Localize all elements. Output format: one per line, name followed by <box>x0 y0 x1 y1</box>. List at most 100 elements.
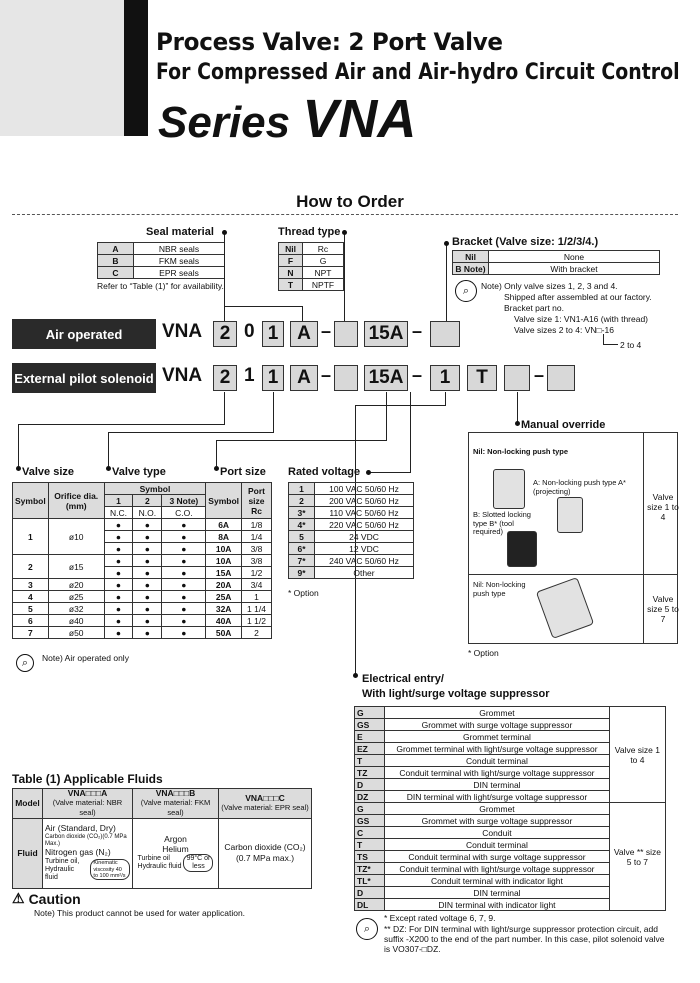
seal-material-note: Refer to “Table (1)” for availability. <box>97 281 224 291</box>
port-symbol: 40A <box>205 614 242 627</box>
voltage-code: 2 <box>288 494 315 507</box>
manual-override-box: Nil: Non-locking push type A: Non-lockin… <box>468 432 679 644</box>
electrical-code: TL* <box>353 874 386 887</box>
valve-size-symbol: 1 <box>12 518 49 555</box>
voltage-code: 6* <box>288 542 315 555</box>
port-symbol: 10A <box>205 542 242 555</box>
voltage-code: 9* <box>288 566 315 579</box>
valve-size-symbol: 7 <box>12 626 49 639</box>
electrical-code: GS <box>353 718 386 731</box>
fluid-a-6: Kinematic viscosity 40 to 100 mm²/s <box>90 859 130 881</box>
electrical-desc: DIN terminal with indicator light <box>384 898 610 911</box>
valve-size-title: Valve size <box>22 466 74 478</box>
voltage-desc: 220 VAC 50/60 Hz <box>314 518 414 531</box>
electrical-desc: DIN terminal <box>384 886 610 899</box>
override-nil-2: Nil: Non-locking push type <box>473 580 526 598</box>
fluid-b-3: Turbine oil <box>137 855 170 863</box>
valve-size-table: Symbol Orifice dia. (mm) Symbol Symbol P… <box>12 482 272 639</box>
fluid-a-3: Nitrogen gas (N₂) <box>45 846 111 857</box>
filled-circle-icon: ● <box>103 590 134 603</box>
fluid-b-1: Argon <box>164 833 187 844</box>
valve-image-a <box>493 469 525 509</box>
filled-circle-icon: ● <box>132 518 163 531</box>
port-symbol: 8A <box>205 530 242 543</box>
fluids-col-a-sub: (Valve material: NBR seal) <box>52 798 123 817</box>
valve-image-d <box>535 576 595 640</box>
valve-size-orifice: ø10 <box>47 518 105 555</box>
fluid-a-4: Turbine oil, <box>45 857 80 865</box>
pilot-code-override <box>504 365 530 391</box>
thread-desc: G <box>302 254 344 267</box>
filled-circle-icon: ● <box>161 542 207 555</box>
series-prefix: Series <box>158 98 291 147</box>
port-symbol: 20A <box>205 578 242 591</box>
valve-size-orifice: ø15 <box>47 554 105 579</box>
air-code-bracket <box>430 321 460 347</box>
magnifier-note-icon: ⌕ <box>356 918 378 940</box>
bracket-desc: With bracket <box>488 262 660 275</box>
port-size: 2 <box>241 626 272 639</box>
electrical-desc: Conduit terminal with surge voltage supp… <box>384 850 610 863</box>
seal-material-title: Seal material <box>146 226 214 238</box>
port-size: 1 1/4 <box>241 602 272 615</box>
port-symbol: 50A <box>205 626 242 639</box>
electrical-code: T <box>353 754 386 767</box>
fluids-col-b-sub: (Valve material: FKM seal) <box>140 798 211 817</box>
magnifier-note-icon: ⌕ <box>455 280 477 302</box>
series-name: VNA <box>302 89 417 149</box>
page-title: Process Valve: 2 Port Valve <box>156 28 503 56</box>
air-code-prefix: VNA <box>162 321 203 342</box>
rated-voltage-title: Rated voltage <box>288 466 361 478</box>
valve-size-symbol: 2 <box>12 554 49 579</box>
fluids-model-header: Model <box>12 788 43 819</box>
pilot-code-voltage: 1 <box>430 365 460 391</box>
seal-desc: NBR seals <box>133 242 225 255</box>
voltage-desc: 240 VAC 50/60 Hz <box>314 554 414 567</box>
bracket-note-1: Note) Only valve sizes 1, 2, 3 and 4. <box>481 281 618 291</box>
override-b: B: Slotted locking type B* (tool require… <box>473 510 531 537</box>
port-size: 3/8 <box>241 554 272 567</box>
filled-circle-icon: ● <box>161 614 207 627</box>
fluid-a-5: Hydraulic fluid <box>45 865 75 881</box>
filled-circle-icon: ● <box>103 602 134 615</box>
thread-desc: Rc <box>302 242 344 255</box>
air-code-valvetype: 1 <box>262 321 284 347</box>
electrical-note-1: * Except rated voltage 6, 7, 9. <box>384 913 496 923</box>
pilot-code-electrical: T <box>467 365 497 391</box>
bracket-note-3: Bracket part no. <box>504 303 565 313</box>
filled-circle-icon: ● <box>161 578 207 591</box>
electrical-desc: Conduit terminal with indicator light <box>384 874 610 887</box>
thread-code: F <box>278 254 303 267</box>
port-symbol: 15A <box>205 566 242 579</box>
filled-circle-icon: ● <box>132 542 163 555</box>
seal-desc: FKM seals <box>133 254 225 267</box>
electrical-code: D <box>353 778 386 791</box>
header-bar <box>124 0 148 136</box>
manual-override-option: * Option <box>468 648 499 658</box>
override-a: A: Non-locking push type A* (projecting) <box>533 478 626 496</box>
electrical-code: G <box>353 706 386 719</box>
valve-size-symbol: 4 <box>12 590 49 603</box>
filled-circle-icon: ● <box>132 530 163 543</box>
col-symbol: Symbol <box>12 482 49 519</box>
pilot-code-port: 15A <box>364 365 408 391</box>
port-symbol: 25A <box>205 590 242 603</box>
electrical-code: TZ <box>353 766 386 779</box>
page-subtitle: For Compressed Air and Air-hydro Circuit… <box>156 60 680 85</box>
electrical-desc: DIN terminal <box>384 778 610 791</box>
fluids-col-b: VNA□□□B <box>155 788 196 798</box>
caution-title: Caution <box>28 890 81 907</box>
col-3: 3 Note) <box>161 494 207 507</box>
col-nc: N.C. <box>103 506 134 519</box>
air-code-port: 15A <box>364 321 408 347</box>
bracket-note-6: 2 to 4 <box>620 340 642 350</box>
port-size-title: Port size <box>220 466 266 478</box>
voltage-code: 7* <box>288 554 315 567</box>
magnifier-note-icon: ⌕ <box>16 654 34 672</box>
bracket-code: Nil <box>452 250 489 263</box>
